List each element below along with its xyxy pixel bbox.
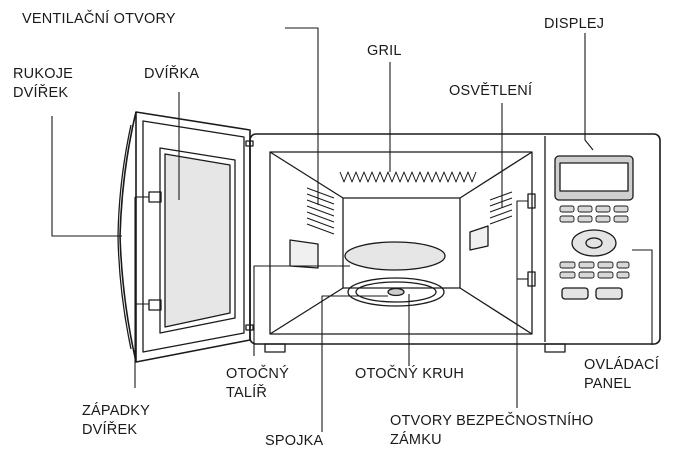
oven-light: [469, 225, 489, 251]
waveguide-cover: [289, 239, 319, 269]
label-coupler: SPOJKA: [265, 433, 324, 449]
label-turntable: OTOČNÝ TALÍŘ: [226, 366, 289, 401]
door-latch-bottom: [148, 299, 162, 311]
microwave-door: [117, 111, 254, 363]
door-window: [164, 153, 231, 328]
leader-lines: [51, 27, 653, 432]
label-ventilation: VENTILAČNÍ OTVORY: [22, 11, 176, 27]
display-screen: [559, 162, 629, 192]
label-grill: GRIL: [367, 43, 402, 59]
label-control-panel: OVLÁDACÍ PANEL: [584, 357, 659, 392]
door-handle: [119, 111, 137, 363]
grill-element: [339, 171, 477, 183]
label-door-handle: RUKOJE DVÍŘEK: [13, 66, 74, 101]
microwave-body: [249, 133, 661, 353]
label-roller-ring: OTOČNÝ KRUH: [355, 366, 465, 382]
coupler: [387, 287, 405, 297]
door-latch-top: [148, 191, 162, 203]
label-door-latches: ZÁPADKY DVÍŘEK: [82, 403, 151, 438]
ventilation-openings: [306, 187, 335, 235]
light-vents: [489, 191, 513, 225]
label-door: DVÍŘKA: [144, 66, 200, 82]
label-light: OSVĚTLENÍ: [449, 83, 533, 99]
turntable-tray: [344, 241, 446, 271]
label-safety-lock-holes: OTVORY BEZPEČNOSTNÍHO ZÁMKU: [390, 413, 594, 448]
oven-cavity: [269, 151, 533, 335]
roller-ring: [347, 277, 445, 307]
control-panel: [554, 155, 634, 300]
label-display: DISPLEJ: [544, 16, 605, 32]
